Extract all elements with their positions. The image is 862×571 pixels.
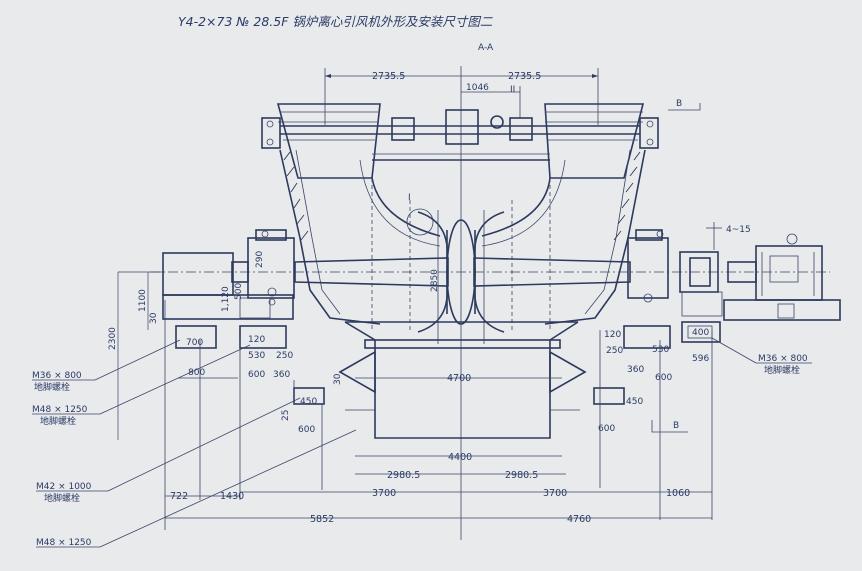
bolt-5-size: M36 × 800	[758, 354, 808, 364]
dim-2300: 2300	[108, 327, 118, 350]
dim-right-120: 120	[604, 330, 621, 340]
dim-722: 722	[170, 491, 188, 502]
dim-4400: 4400	[448, 452, 472, 463]
dim-top-left: 2735.5	[372, 71, 405, 82]
dim-left-600b: 600	[298, 425, 315, 435]
bottom-dimensions: 2980.5 2980.5 3700 3700 1060 722 1430 58…	[165, 470, 712, 525]
drawing-title: Y4-2×73 № 28.5F 锅炉离心引风机外形及安装尺寸图二	[178, 14, 493, 29]
dim-right-596: 596	[692, 354, 709, 364]
dim-height-2850: 2850	[430, 269, 440, 292]
view-label-b-top: B	[676, 99, 682, 109]
dim-5852: 5852	[310, 514, 334, 525]
dim-coupling: 1046	[466, 83, 489, 93]
dim-290: 290	[255, 251, 265, 268]
dim-30: 30	[149, 312, 159, 324]
dim-left-25: 25	[281, 410, 291, 421]
dim-1060: 1060	[666, 488, 690, 499]
dim-left-600a: 600	[248, 370, 265, 380]
bolt-5-name: 地脚螺栓	[764, 364, 800, 376]
detail-label-1: I	[408, 193, 411, 203]
bolt-callouts: M36 × 800 地脚螺栓 M48 × 1250 地脚螺栓 M42 × 100…	[32, 337, 812, 548]
dim-left-120: 120	[248, 335, 265, 345]
dim-left-450: 450	[300, 397, 317, 407]
dim-2980-right: 2980.5	[505, 470, 538, 481]
dim-3700-right: 3700	[543, 488, 567, 499]
left-dimensions: 2300 1100 30 120 700 530 250 800 600 360…	[108, 271, 343, 530]
dim-2980-left: 2980.5	[387, 470, 420, 481]
dim-right-530: 530	[652, 345, 669, 355]
detail-label-2: II	[510, 85, 515, 95]
dim-4760: 4760	[567, 514, 591, 525]
view-label-b-bottom: B	[673, 421, 679, 431]
dim-left-360: 360	[273, 370, 290, 380]
bolt-4-size: M48 × 1250	[36, 538, 92, 548]
bolt-3-name: 地脚螺栓	[44, 492, 80, 504]
dim-top-right: 2735.5	[508, 71, 541, 82]
dim-right-250: 250	[606, 346, 623, 356]
dim-right-400: 400	[692, 328, 709, 338]
dim-1430: 1430	[220, 491, 244, 502]
fan-housing: I	[261, 103, 659, 330]
outlet-duct: 4700 4400	[338, 321, 587, 463]
bolt-2-name: 地脚螺栓	[40, 415, 76, 427]
dim-right-360: 360	[627, 365, 644, 375]
section-label: A-A	[478, 43, 494, 53]
right-bearing-motor: 4~15	[627, 222, 841, 321]
bolt-2-size: M48 × 1250	[32, 405, 88, 415]
bolt-1-name: 地脚螺栓	[34, 381, 70, 393]
dim-left-30b: 30	[333, 373, 343, 385]
bolt-1-size: M36 × 800	[32, 371, 82, 381]
dim-800: 800	[188, 368, 205, 378]
dim-4700: 4700	[447, 373, 471, 384]
dim-left-250: 250	[276, 351, 293, 361]
dim-1100: 1100	[138, 289, 148, 312]
dim-1120: 1,120	[221, 286, 231, 312]
impeller-shaft: 2850	[150, 210, 830, 344]
dim-4-15: 4~15	[726, 225, 751, 235]
dim-700: 700	[186, 338, 203, 348]
dim-left-530: 530	[248, 351, 265, 361]
left-bearing-assembly: 290 500 1,120	[162, 229, 295, 320]
top-dimension-lines: 2735.5 2735.5 1046 II	[324, 66, 599, 540]
dim-right-600b: 600	[598, 424, 615, 434]
dim-3700-left: 3700	[372, 488, 396, 499]
view-marker-top: B	[668, 99, 701, 111]
bolt-3-size: M42 × 1000	[36, 482, 92, 492]
right-dimensions: 120 250 530 400 360 600 596 450 600 B	[598, 325, 713, 520]
dim-right-600a: 600	[655, 373, 672, 383]
dim-right-450: 450	[626, 397, 643, 407]
dim-500: 500	[234, 283, 244, 300]
